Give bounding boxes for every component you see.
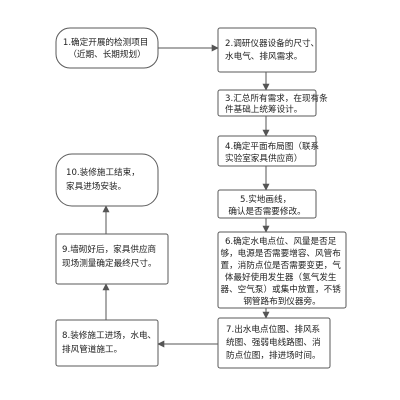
step-5-box: 5.实地画线， 确认是否需要修改。	[217, 189, 317, 219]
step-8-text: 8.装修施工进场，水电、 排风管道施工。	[62, 329, 159, 355]
step-9-box: 9.墙砌好后，家具供应商 现场测量确定最终尺寸。	[55, 233, 169, 285]
step-6-text: 6.确定水电点位、风量是否足 够，电源是否需要增容、风管布 置，消防点位是否需要…	[220, 235, 343, 307]
step-4-text: 4.确定平面布局图（联系 实验室家具供应商）	[225, 140, 322, 164]
step-3-text: 3.汇总所有需求，在现有条 件基础上统筹设计。	[225, 92, 330, 115]
step-8-box: 8.装修施工进场，水电、 排风管道施工。	[55, 319, 159, 367]
step-5-text: 5.实地画线， 确认是否需要修改。	[228, 193, 305, 217]
step-1-box: 1.确定开展的检测项目 （近期、长期规划）	[55, 27, 159, 69]
step-6-box: 6.确定水电点位、风量是否足 够，电源是否需要增容、风管布 置，消防点位是否需要…	[217, 231, 347, 309]
step-3-box: 3.汇总所有需求，在现有条 件基础上统筹设计。	[217, 89, 330, 117]
step-7-text: 7.出水电点位图、排风系 统图、强弱电线路图、消 防点位图，排进场时间。	[226, 323, 323, 361]
step-10-box: 10.装修施工结束， 家具进场安装。	[55, 153, 159, 207]
step-7-box: 7.出水电点位图、排风系 统图、强弱电线路图、消 防点位图，排进场时间。	[217, 317, 331, 369]
step-1-text: 1.确定开展的检测项目 （近期、长期规划）	[63, 36, 151, 60]
step-9-text: 9.墙砌好后，家具供应商 现场测量确定最终尺寸。	[62, 243, 159, 269]
step-2-box: 2.调研仪器设备的尺寸、 水电气、排风需求。	[217, 27, 322, 73]
step-2-text: 2.调研仪器设备的尺寸、 水电气、排风需求。	[225, 37, 322, 62]
step-4-box: 4.确定平面布局图（联系 实验室家具供应商）	[217, 135, 322, 167]
step-10-text: 10.装修施工结束， 家具进场安装。	[66, 166, 143, 192]
